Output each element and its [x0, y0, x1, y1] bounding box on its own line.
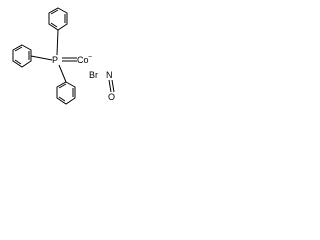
nitrogen-atom-label: N: [106, 70, 113, 80]
top-ring-inner-bond: [50, 22, 58, 28]
n-o-double-bond: [108, 79, 112, 93]
left-ring-inner-bond: [14, 59, 22, 65]
molecule-structure: P Co − Br N O: [0, 0, 126, 122]
p-left-phenyl-bond: [30, 55, 53, 61]
p-bottom-phenyl-bond: [58, 64, 67, 83]
p-top-phenyl-bond: [56, 29, 59, 56]
cobalt-charge-label: −: [88, 54, 93, 61]
left-phenyl-ring: [12, 44, 32, 68]
top-phenyl-ring: [48, 7, 68, 31]
bottom-ring-inner-bond: [58, 83, 67, 89]
n-o-double-bond: [111, 79, 115, 93]
bottom-phenyl-ring: [56, 81, 76, 105]
left-ring-inner-bond: [14, 46, 23, 52]
bond-skeleton: [12, 7, 115, 105]
cobalt-atom-label: Co: [77, 55, 89, 65]
phosphorus-atom-label: P: [52, 55, 59, 65]
bottom-ring-inner-bond: [58, 96, 66, 102]
bromine-atom-label: Br: [89, 70, 98, 80]
oxygen-atom-label: O: [108, 92, 116, 102]
top-ring-inner-bond: [50, 9, 59, 15]
